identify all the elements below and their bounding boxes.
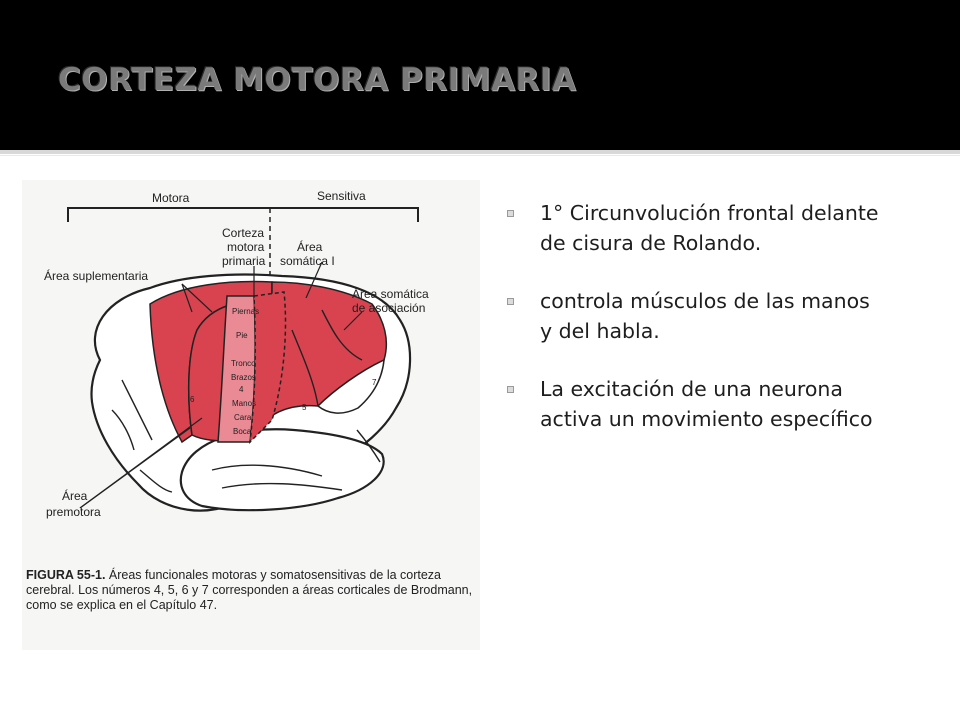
brain-sulci	[111, 309, 381, 493]
label-pie: Pie	[236, 331, 248, 340]
bullet-text: 1° Circunvolución frontal delante de cis…	[540, 201, 879, 255]
label-corteza-1: Corteza	[222, 226, 264, 240]
label-brazos: Brazos	[231, 373, 256, 382]
bullet-text: La excitación de una neurona activa un m…	[540, 377, 873, 431]
slide-header: CORTEZA MOTORA PRIMARIA	[0, 0, 960, 150]
brain-diagram: Motora Sensitiva	[44, 189, 429, 519]
label-cara: Cara	[234, 413, 252, 422]
slide-content: Motora Sensitiva	[0, 150, 960, 720]
cortical-areas	[149, 280, 388, 445]
square-bullet-icon	[507, 210, 514, 217]
label-num5: 5	[302, 403, 307, 412]
label-area-asociacion-1: Área somática	[352, 286, 429, 301]
bullet-item: controla músculos de las manos y del hab…	[504, 286, 884, 346]
label-num4: 4	[239, 385, 244, 394]
square-bullet-icon	[507, 298, 514, 305]
bullet-list: 1° Circunvolución frontal delante de cis…	[504, 198, 884, 462]
label-manos: Manos	[232, 399, 256, 408]
figure-caption: FIGURA 55-1. Áreas funcionales motoras y…	[26, 568, 476, 613]
label-motora: Motora	[152, 191, 190, 205]
figure-caption-text: Áreas funcionales motoras y somatosensit…	[26, 568, 473, 612]
label-num7: 7	[372, 378, 377, 387]
label-boca: Boca	[233, 427, 252, 436]
figure-caption-label: FIGURA 55-1.	[26, 568, 106, 582]
label-area-premotora-1: Área	[62, 488, 88, 503]
label-piernas: Piernas	[232, 307, 259, 316]
header-divider	[0, 150, 960, 154]
square-bullet-icon	[507, 386, 514, 393]
bullet-item: 1° Circunvolución frontal delante de cis…	[504, 198, 884, 258]
label-area-premotora-2: premotora	[46, 505, 101, 519]
slide-title: CORTEZA MOTORA PRIMARIA	[58, 62, 577, 98]
label-tronco: Tronco	[231, 359, 256, 368]
pointer-lines	[79, 261, 363, 509]
brain-figure: Motora Sensitiva	[22, 180, 480, 650]
label-corteza-2: motora	[227, 240, 265, 254]
header-divider-thin	[0, 155, 960, 156]
label-num6: 6	[190, 395, 195, 404]
bullet-item: La excitación de una neurona activa un m…	[504, 374, 884, 434]
label-area-somatica-1: Área	[297, 239, 323, 254]
label-corteza-3: primaria	[222, 254, 266, 268]
label-area-somatica-2: somática I	[280, 254, 335, 268]
label-area-suplementaria: Área suplementaria	[44, 268, 148, 283]
label-sensitiva: Sensitiva	[317, 189, 366, 203]
bullet-text: controla músculos de las manos y del hab…	[540, 289, 870, 343]
label-area-asociacion-2: de asociación	[352, 301, 425, 315]
